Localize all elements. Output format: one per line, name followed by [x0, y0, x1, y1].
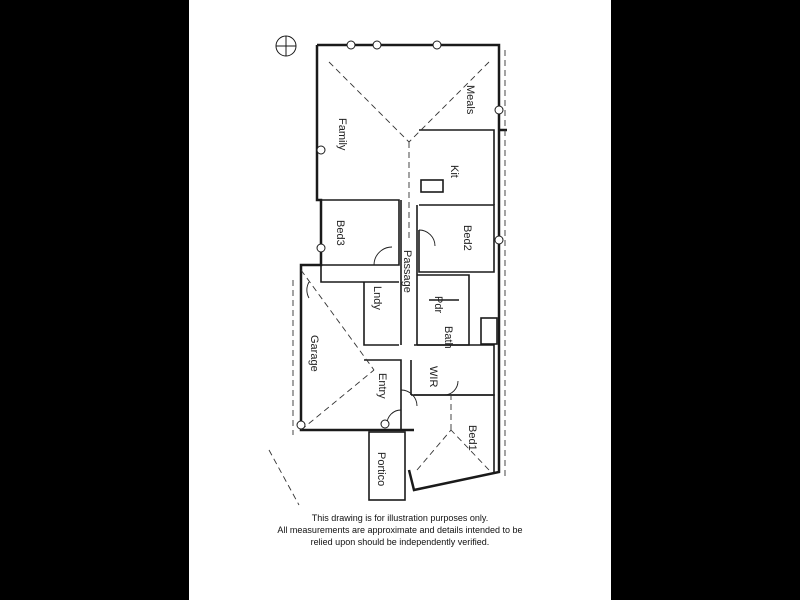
room-label-pdr: Pdr [432, 296, 444, 313]
room-label-bed3: Bed3 [334, 220, 346, 246]
room-label-kitchen: Kit [448, 165, 460, 178]
floor-plan-drawing: Family Meals Kit Bed3 Bed2 Passage Lndy … [268, 35, 507, 506]
room-label-entry: Entry [376, 373, 388, 399]
room-label-family: Family [336, 118, 348, 151]
room-label-portico: Portico [375, 452, 387, 486]
ceiling-dash-lines [268, 50, 506, 506]
disclaimer-line-3: relied upon should be independently veri… [310, 537, 490, 547]
disclaimer-line-2: All measurements are approximate and det… [277, 525, 523, 535]
interior-walls [320, 129, 498, 501]
disclaimer-line-1: This drawing is for illustration purpose… [311, 513, 489, 523]
room-label-bed2: Bed2 [461, 225, 473, 251]
window-markers [296, 40, 504, 430]
room-label-passage: Passage [401, 250, 413, 293]
room-label-wir: WIR [427, 366, 439, 387]
room-label-bath: Bath [442, 326, 454, 349]
room-label-meals: Meals [464, 85, 476, 115]
room-label-lndy: Lndy [371, 286, 383, 310]
room-label-garage: Garage [308, 335, 320, 372]
room-label-bed1: Bed1 [466, 425, 478, 451]
disclaimer-text: This drawing is for illustration purpose… [189, 512, 611, 548]
compass-icon [275, 35, 297, 57]
floor-plan-sheet: Family Meals Kit Bed3 Bed2 Passage Lndy … [189, 0, 611, 600]
